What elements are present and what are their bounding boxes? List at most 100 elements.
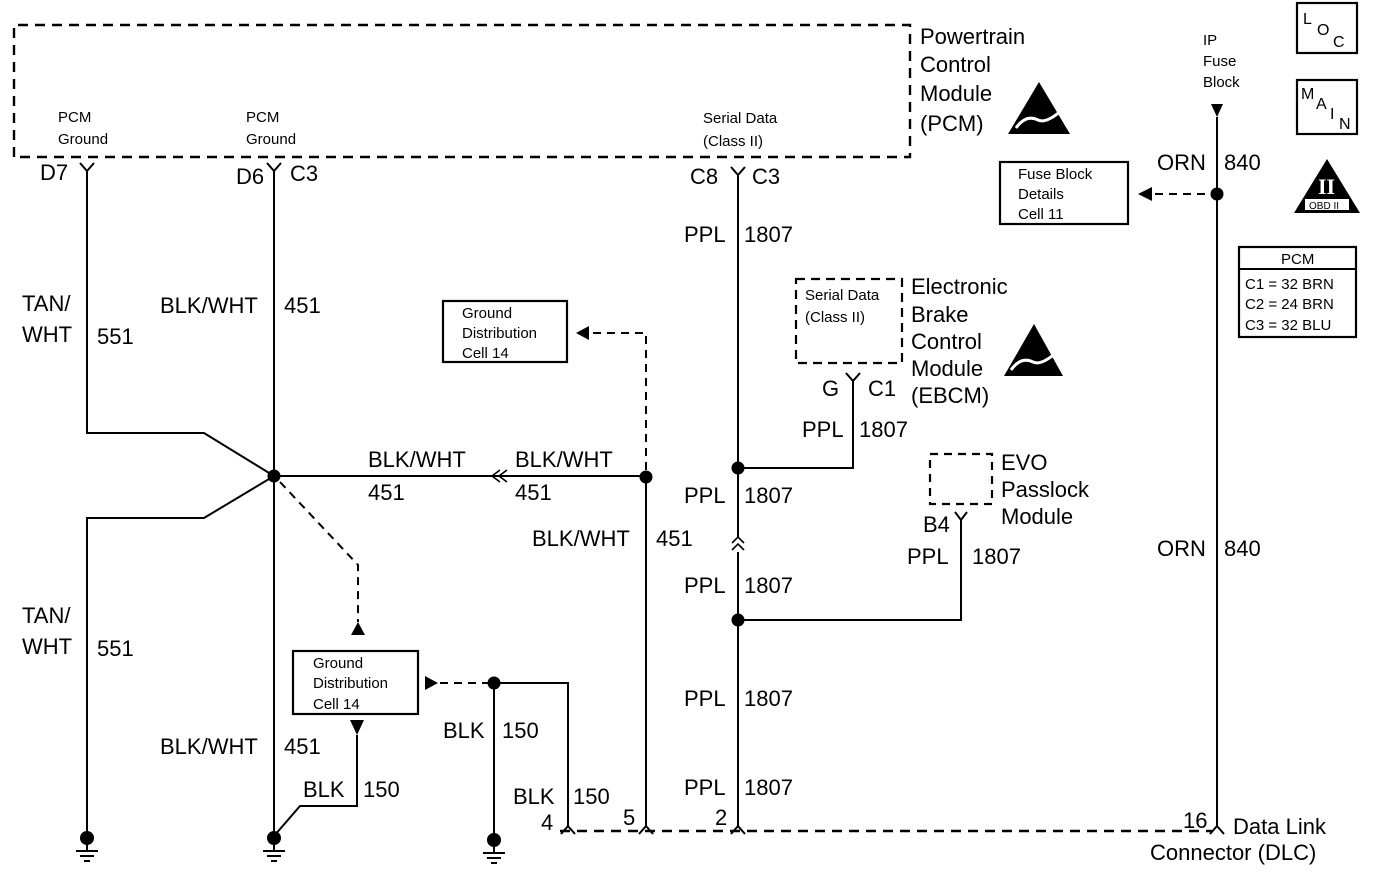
svg-text:451: 451 — [284, 293, 321, 318]
svg-text:BLK: BLK — [443, 718, 485, 743]
ground-symbol-3 — [483, 833, 505, 864]
svg-text:PPL: PPL — [684, 775, 726, 800]
svg-text:C3 = 32 BLU: C3 = 32 BLU — [1245, 317, 1331, 334]
splice-orn-840 — [1210, 187, 1224, 201]
label-ppl-1807-ebcm: PPL 1807 — [802, 417, 908, 442]
pcm-connector-table: PCM C1 = 32 BRN C2 = 24 BRN C3 = 32 BLU — [1237, 245, 1358, 339]
ground-ref-bottom-line2: Distribution — [313, 675, 388, 692]
svg-text:Fuse: Fuse — [1203, 53, 1236, 70]
terminal-d7 — [79, 162, 95, 173]
pin-d6-connector: C3 — [290, 161, 318, 186]
pin-c8: C8 — [690, 164, 718, 189]
svg-text:Ground: Ground — [246, 131, 296, 148]
svg-text:C: C — [1333, 34, 1345, 51]
svg-text:451: 451 — [515, 480, 552, 505]
svg-text:Serial Data: Serial Data — [703, 110, 778, 127]
wire-blk-150-a — [273, 735, 358, 837]
inline-connector-ppl — [731, 535, 745, 551]
ground-distribution-ref-top[interactable] — [441, 299, 569, 364]
svg-text:(EBCM): (EBCM) — [911, 383, 989, 408]
pcm-module-name: Powertrain Control Module (PCM) — [920, 24, 1025, 136]
svg-text:BLK/WHT: BLK/WHT — [160, 734, 258, 759]
dlc-name: Data Link Connector (DLC) — [1150, 814, 1327, 865]
evo-module-outline — [928, 452, 994, 506]
label-blk-150-b: BLK 150 — [443, 718, 539, 743]
svg-text:BLK/WHT: BLK/WHT — [368, 447, 466, 472]
fuse-ref-line1: Fuse Block — [1018, 166, 1093, 183]
label-blk-wht-451-vertical: BLK/WHT 451 — [532, 526, 693, 551]
ground-distribution-ref-bottom[interactable] — [291, 649, 420, 716]
main-icon[interactable]: M A I N — [1295, 78, 1359, 136]
dlc-pin-4: 4 — [541, 810, 553, 835]
svg-text:Serial Data: Serial Data — [805, 287, 880, 304]
svg-text:1807: 1807 — [744, 775, 793, 800]
svg-text:(PCM): (PCM) — [920, 111, 984, 136]
svg-text:Brake: Brake — [911, 302, 968, 327]
svg-text:Connector (DLC): Connector (DLC) — [1150, 840, 1316, 865]
ebcm-module-name: Electronic Brake Control Module (EBCM) — [911, 274, 1008, 408]
svg-text:PPL: PPL — [684, 483, 726, 508]
loc-icon[interactable]: L O C — [1295, 1, 1359, 55]
svg-text:M: M — [1301, 86, 1314, 103]
svg-text:1807: 1807 — [859, 417, 908, 442]
fuse-ref-line2: Details — [1018, 186, 1064, 203]
arrow-ground-ref-bottom-up — [351, 622, 365, 635]
svg-text:PPL: PPL — [684, 686, 726, 711]
label-orn-840-lower: ORN 840 — [1157, 536, 1261, 561]
label-ppl-1807-evo: PPL 1807 — [907, 544, 1021, 569]
arrow-ground-ref-top — [576, 326, 589, 340]
pcm-serial-data-label: Serial Data (Class II) — [703, 110, 778, 150]
svg-text:451: 451 — [284, 734, 321, 759]
dashed-link-ground-ref-bottom — [279, 481, 359, 622]
svg-text:Electronic: Electronic — [911, 274, 1008, 299]
svg-text:PCM: PCM — [1281, 251, 1314, 268]
svg-text:EVO: EVO — [1001, 450, 1047, 475]
wire-ppl-1807-evo — [738, 520, 962, 621]
svg-text:WHT: WHT — [22, 322, 72, 347]
ground-ref-bottom-line3: Cell 14 — [313, 696, 360, 713]
svg-text:Passlock: Passlock — [1001, 477, 1090, 502]
svg-text:1807: 1807 — [744, 686, 793, 711]
svg-text:A: A — [1316, 96, 1327, 113]
label-ppl-1807-c: PPL 1807 — [684, 573, 793, 598]
svg-text:BLK/WHT: BLK/WHT — [515, 447, 613, 472]
dlc-pin-5: 5 — [623, 805, 635, 830]
obd-ii-icon[interactable]: II OBD II — [1294, 159, 1360, 213]
arrow-ground-ref-bottom-down — [350, 720, 364, 735]
ebcm-connector-c1: C1 — [868, 376, 896, 401]
svg-text:Module: Module — [920, 81, 992, 106]
svg-text:551: 551 — [97, 324, 134, 349]
label-blk-wht-451-lower: BLK/WHT 451 — [160, 734, 321, 759]
label-blk-wht-451-upper: BLK/WHT 451 — [160, 293, 321, 318]
svg-text:BLK/WHT: BLK/WHT — [532, 526, 630, 551]
label-ppl-1807-b: PPL 1807 — [684, 483, 793, 508]
svg-text:PPL: PPL — [802, 417, 844, 442]
svg-text:BLK/WHT: BLK/WHT — [160, 293, 258, 318]
svg-text:BLK: BLK — [513, 784, 555, 809]
fuse-feed-arrow — [1211, 104, 1223, 117]
svg-text:ORN: ORN — [1157, 536, 1206, 561]
inline-connector-chevrons — [490, 469, 508, 483]
terminal-ebcm-g — [845, 372, 861, 383]
svg-text:(Class II): (Class II) — [703, 133, 763, 150]
svg-text:TAN/: TAN/ — [22, 291, 71, 316]
svg-text:Data Link: Data Link — [1233, 814, 1327, 839]
wire-blk-150-c — [494, 682, 569, 826]
evo-module-name: EVO Passlock Module — [1001, 450, 1090, 529]
arrow-ground-ref-bottom-right — [425, 676, 438, 690]
svg-text:Module: Module — [1001, 504, 1073, 529]
svg-text:PPL: PPL — [684, 573, 726, 598]
svg-text:II: II — [1318, 174, 1335, 199]
svg-text:OBD II: OBD II — [1309, 201, 1339, 212]
label-ppl-1807-d: PPL 1807 — [684, 686, 793, 711]
pcm-ground-label-d7: PCM Ground — [58, 109, 108, 148]
svg-text:(Class II): (Class II) — [805, 309, 865, 326]
esd-warning-icon-ebcm — [1004, 324, 1063, 376]
svg-text:1807: 1807 — [972, 544, 1021, 569]
wire-tan-wht-551-lower — [86, 475, 275, 836]
fuse-block-details-ref[interactable] — [998, 160, 1130, 226]
terminal-evo-b4 — [954, 511, 968, 522]
svg-text:150: 150 — [573, 784, 610, 809]
ground-symbol-1 — [76, 831, 98, 862]
